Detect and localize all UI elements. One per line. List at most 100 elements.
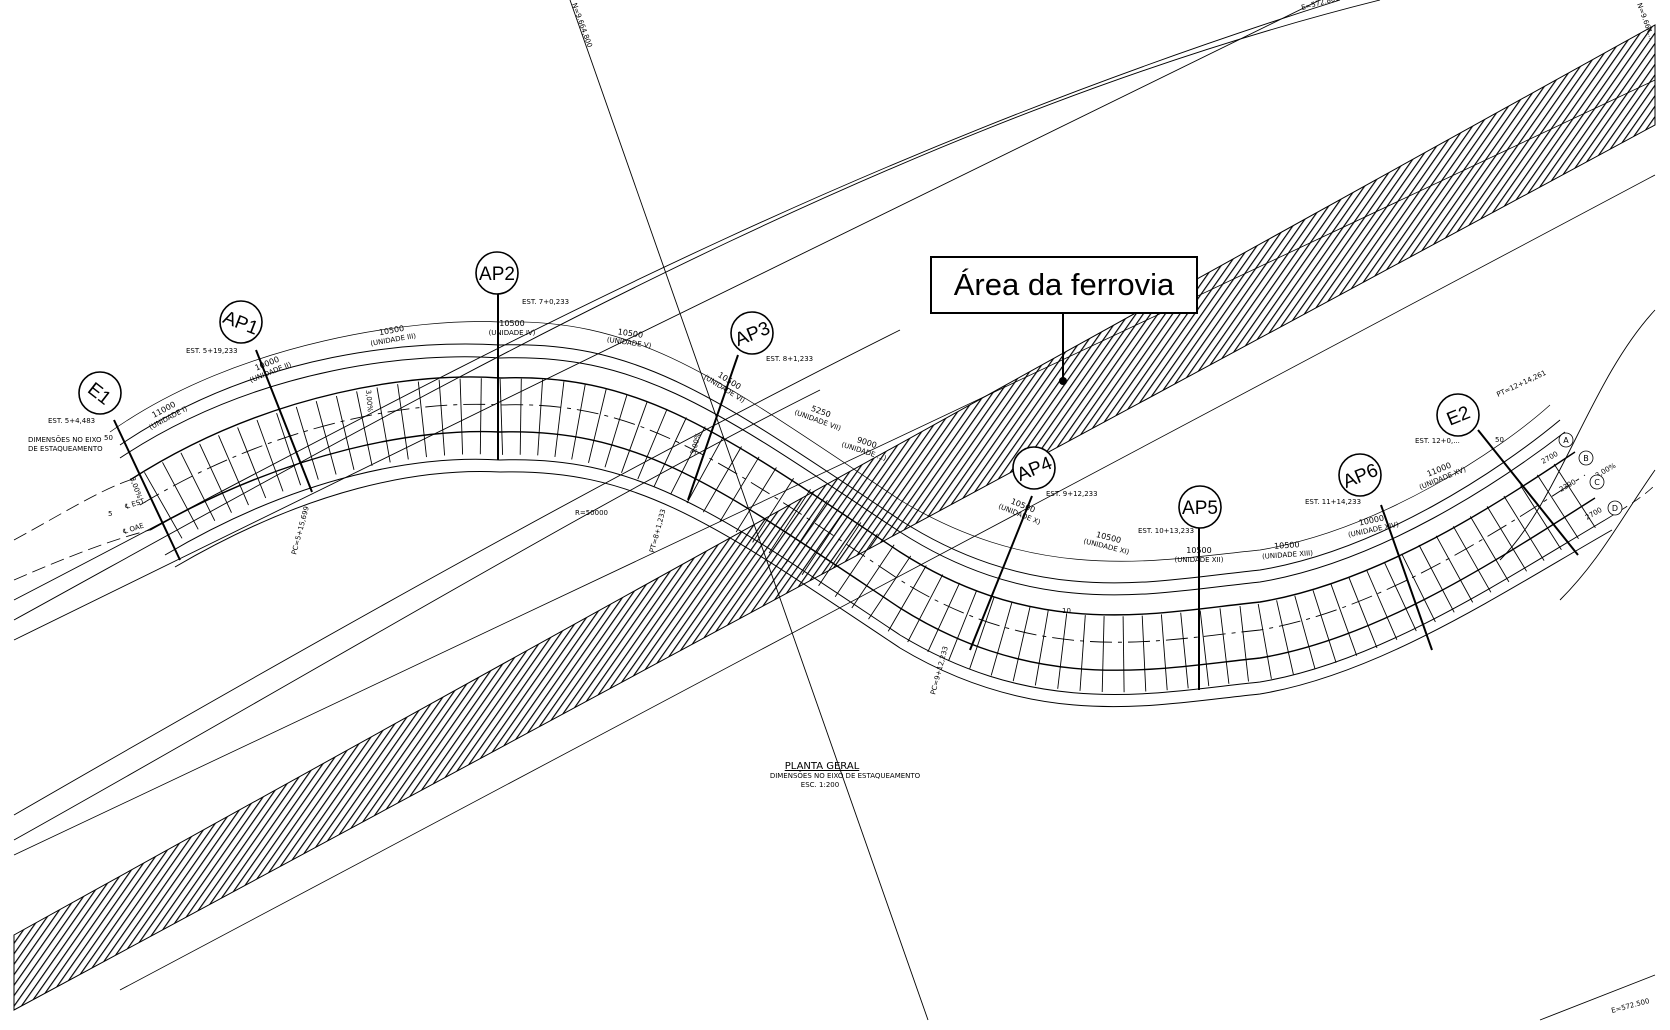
dim-note-line-2: DE ESTAQUEAMENTO [28,445,103,453]
beam-tick [752,478,794,543]
beam-tick [1257,603,1272,679]
unit-label-7: 5250(UNIDADE VII) [793,404,842,433]
curve-point-pc1: PC=5+15,699 [290,505,311,555]
grid-bubble-label-d: D [1612,504,1618,513]
beam-tick [438,379,446,456]
unit-name: (UNIDADE XII) [1175,556,1224,564]
beam-tick [1536,474,1579,540]
beam-tick [1435,535,1474,603]
bubble-label-ap5: AP5 [1182,498,1218,519]
curve-point-pt1: PT=8+1,233 [648,508,667,553]
plan-scale: ESC. 1:200 [801,781,839,789]
beam-tick [335,395,355,471]
dim-note-line-1: DIMENSÕES NO EIXO [28,435,102,444]
beam-tick [686,436,724,504]
beam-tick [144,472,183,539]
plan-title-block: PLANTA GERAL DIMENSÕES NO EIXO DE ESTAQU… [770,761,921,789]
support-axes [113,285,1579,690]
bubble-ap5: AP5 [1178,485,1222,529]
beam-tick [162,462,199,530]
beam-tick [1366,569,1398,640]
coordinate-line-n [569,0,929,1021]
beam-tick [927,582,961,653]
coord-e-bottom: E=572.500 [1610,997,1650,1015]
beam-tick [868,555,912,620]
num-50-label-left: 50 [104,434,113,442]
bridge-deck [13,343,1656,708]
beam-tick [1330,584,1358,656]
unit-name: (UNIDADE V) [606,336,652,350]
beam-tick [621,401,648,473]
station-label-ap5: EST. 10+13,233 [1138,527,1194,535]
beam-tick [907,574,944,643]
beam-tick [537,379,544,456]
beam-tick [1079,615,1086,691]
coord-n-top: N=9.664,800 [570,2,594,49]
road-line-right-curve-b [1559,469,1656,601]
grid-bubble-label-b: B [1583,454,1589,463]
station-label-ap2: EST. 7+0,233 [522,298,569,306]
bubble-e2: E2 [1436,393,1480,437]
beam-tick [1401,553,1436,623]
beam-tick [1469,516,1510,583]
beam-tick [834,533,878,598]
unit-label-4: 10500(UNIDADE IV) [489,319,536,337]
bubble-ap6: AP6 [1338,453,1382,497]
beam-tick [719,456,760,523]
beam-tick [180,452,216,522]
beam-tick [1452,526,1492,593]
beam-tick [554,381,565,457]
unit-label-10: 10500(UNIDADE XI) [1083,530,1131,556]
unit-dimension: 10500 [378,324,405,337]
unit-label-12: 10500(UNIDADE XIII) [1262,540,1314,561]
beam-tick [218,435,249,506]
beam-tick [1122,616,1125,693]
station-label-ap1: EST. 5+19,233 [186,347,238,355]
beam-tick [1294,595,1316,670]
plan-subtitle: DIMENSÕES NO EIXO DE ESTAQUEAMENTO [770,771,921,780]
callout-leader-dot [1059,377,1067,385]
num-2700-label-a: 2700 [1540,450,1559,466]
beam-tick [818,522,862,587]
beam-tick [417,381,427,458]
num-2700-label-b: 2700 [1584,506,1603,522]
beam-tick [519,378,522,455]
unit-dimension: 10500 [499,319,524,328]
beam-tick [237,427,267,499]
beam-tick [1503,495,1545,561]
beam-tick [1199,610,1210,687]
beam-tick [315,400,337,475]
unit-name: (UNIDADE IV) [489,329,536,337]
bubble-e1: E1 [78,371,122,415]
beam-tick [768,489,811,554]
beam-tick [1520,485,1562,550]
station-label-ap3: EST. 8+1,233 [766,355,813,363]
beam-tick [785,500,828,565]
station-label-e1: EST. 5+4,483 [48,417,95,425]
grid-bubble-b [1578,450,1594,466]
unit-dimension: 10500 [1274,540,1300,551]
beam-tick [1553,463,1596,529]
beam-tick [295,406,319,480]
beam-tick [801,511,845,575]
station-label-e2: EST. 12+0,... [1415,437,1460,445]
radius-label: R=50000 [575,509,608,517]
grid-bubble-a [1558,432,1574,448]
grid-bubble-d [1607,500,1623,516]
road-line-diagonal [13,0,1321,641]
dimension-lines [109,321,1551,562]
bubble-ap4: AP4 [1012,446,1056,490]
beam-tick [637,408,668,480]
curve-point-pt2: PT=12+14,261 [1495,369,1547,399]
unit-label-14: 11000(UNIDADE XV) [1418,461,1467,492]
beam-tick [887,565,927,632]
slope-label-2: 3,00% [364,389,374,412]
beam-tick [397,384,409,460]
beam-tick [1180,612,1189,689]
beam-tick [1141,615,1147,692]
unit-label-8: 9000(UNIDADE ...) [840,435,887,463]
beam-tick [1486,506,1527,572]
